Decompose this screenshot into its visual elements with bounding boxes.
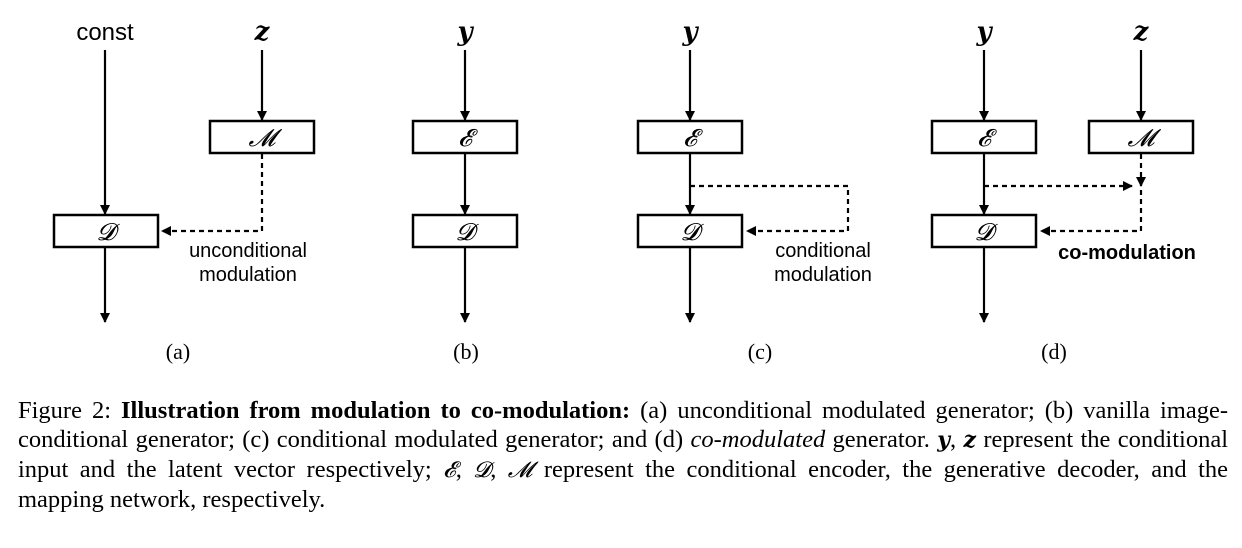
panel-label-d: (d) xyxy=(1041,339,1067,364)
z-input-label: z xyxy=(254,17,271,47)
panel-a: const z 𝓜 𝓓 unconditional modulation (a) xyxy=(52,17,316,364)
mapping-network-box-d xyxy=(1087,119,1195,155)
co-modulation-label: co-modulation xyxy=(1058,242,1196,264)
decoder-box-a xyxy=(52,213,160,249)
decoder-box-c xyxy=(636,213,744,249)
architecture-diagram: const z 𝓜 𝓓 unconditional modulation (a)… xyxy=(52,17,1196,364)
mapping-network-box-a xyxy=(208,119,316,155)
caption-comma-2: , xyxy=(455,456,474,483)
z-input-label: z xyxy=(1133,17,1150,47)
encoder-box-b xyxy=(411,119,519,155)
y-input-label: y xyxy=(456,17,474,47)
co-modulation-path xyxy=(1040,190,1143,236)
panel-label-a: (a) xyxy=(166,339,190,364)
panel-b: y 𝓔 𝓓 (b) xyxy=(411,17,519,364)
decoder-box-d xyxy=(930,213,1038,249)
figure-caption: Figure 2: Illustration from modulation t… xyxy=(18,396,1228,514)
y-input-label: y xyxy=(681,17,699,47)
caption-text-1: (a) unconditional modulated generator; (… xyxy=(18,397,1228,453)
figure-label: Figure 2: xyxy=(18,397,112,424)
caption-comma-3: , xyxy=(490,456,508,483)
panel-c: y 𝓔 𝓓 conditional modulation (c) xyxy=(636,17,872,364)
caption-comma-1: , xyxy=(950,426,964,453)
panel-d: y z 𝓔 𝓜 𝓓 co-modulation (d) xyxy=(930,17,1196,364)
unconditional-modulation-path xyxy=(161,154,264,236)
caption-italic-term: co-modulated xyxy=(690,426,826,453)
unconditional-modulation-label-line1: unconditional xyxy=(189,240,307,262)
caption-symbol-y: y xyxy=(937,427,950,453)
caption-text-2: generator. xyxy=(825,426,938,453)
y-input-label: y xyxy=(975,17,993,47)
panel-label-c: (c) xyxy=(748,339,772,364)
conditional-modulation-label-line2: modulation xyxy=(774,264,872,286)
decoder-box-b xyxy=(411,213,519,249)
caption-symbol-encoder: 𝓔 xyxy=(443,458,456,483)
panel-label-b: (b) xyxy=(453,339,479,364)
encoder-box-d xyxy=(930,119,1038,155)
caption-symbol-mapping: 𝓜 xyxy=(507,458,533,483)
conditional-modulation-label-line1: conditional xyxy=(775,240,871,262)
caption-symbol-decoder: 𝓓 xyxy=(473,458,491,483)
caption-title: Illustration from modulation to co-modul… xyxy=(121,397,631,424)
caption-text-3: represent the conditional input and the … xyxy=(18,426,1228,483)
encoder-box-c xyxy=(636,119,744,155)
const-input-label: const xyxy=(76,19,134,46)
caption-symbol-z: z xyxy=(963,427,976,453)
caption-text-4: represent the conditional encoder, the g… xyxy=(18,456,1229,513)
conditional-modulation-path xyxy=(690,184,850,236)
unconditional-modulation-label-line2: modulation xyxy=(199,264,297,286)
